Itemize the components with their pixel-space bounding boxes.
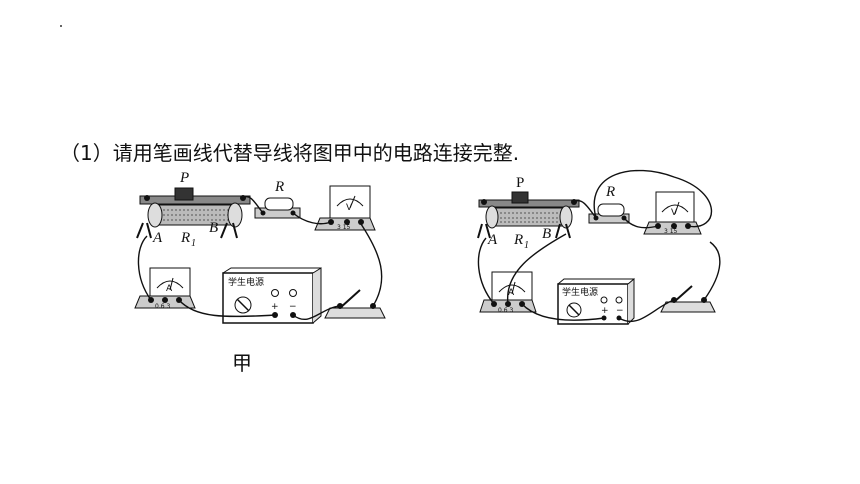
circuit-figure-left: P A R 1 B R V 3 15 A 0.6 3 xyxy=(134,170,386,324)
figure-caption: 甲 xyxy=(232,351,252,375)
ammeter-symbol: A xyxy=(166,284,173,294)
label-r1: R xyxy=(180,230,190,246)
circuit-figure-right: P A R 1 B R V 3 15 A 0.6 3 xyxy=(477,169,721,325)
label-a: A xyxy=(152,230,163,246)
label-r: R xyxy=(274,179,284,195)
rheostat xyxy=(136,187,251,239)
rheostat-right xyxy=(477,191,580,239)
ammeter-terminals: 0.6 3 xyxy=(155,303,170,310)
voltmeter-terminals-right: 3 15 xyxy=(664,228,678,235)
label-b-right: B xyxy=(542,226,551,242)
voltmeter xyxy=(314,185,376,231)
label-r1-sub-right: 1 xyxy=(524,240,529,251)
power-supply xyxy=(222,267,322,324)
voltmeter-symbol-right: V xyxy=(671,208,678,218)
ammeter-symbol-right: A xyxy=(508,288,515,298)
power-minus: − xyxy=(289,302,297,312)
label-b: B xyxy=(209,220,218,236)
voltmeter-right xyxy=(643,191,702,235)
label-r1-sub: 1 xyxy=(191,238,196,249)
power-plus-right: + xyxy=(601,306,609,316)
voltmeter-terminals: 3 15 xyxy=(337,224,351,231)
stray-dot xyxy=(60,25,62,27)
label-p-right: P xyxy=(516,175,524,191)
label-r-right: R xyxy=(605,184,615,200)
label-r1-right: R xyxy=(513,232,523,248)
ammeter xyxy=(134,267,196,309)
power-label-right: 学生电源 xyxy=(562,286,598,298)
power-minus-right: − xyxy=(616,306,624,316)
resistor-r xyxy=(254,197,301,219)
resistor-r-right xyxy=(588,203,630,224)
voltmeter-symbol: V xyxy=(346,203,353,213)
label-p: P xyxy=(179,170,189,186)
question-text: （1）请用笔画线代替导线将图甲中的电路连接完整. xyxy=(60,141,520,165)
switch xyxy=(324,289,386,319)
power-plus: + xyxy=(271,302,279,312)
switch-right xyxy=(660,285,716,313)
label-a-right: A xyxy=(487,232,498,248)
power-supply-right xyxy=(557,277,635,325)
ammeter-terminals-right: 0.6 3 xyxy=(498,307,513,314)
power-label: 学生电源 xyxy=(228,276,264,288)
